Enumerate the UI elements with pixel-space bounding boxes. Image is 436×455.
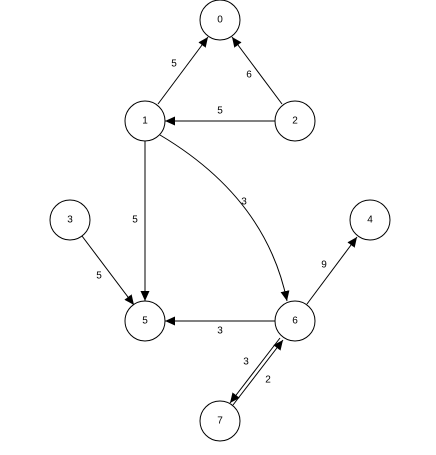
edge-2-to-0-weight: 6 [246, 70, 252, 81]
edge-3-to-5 [81, 235, 135, 306]
node-1-label: 1 [142, 116, 148, 127]
node-4-label: 4 [367, 215, 373, 226]
node-2: 2 [274, 100, 316, 142]
edge-1-to-6 [159, 134, 290, 302]
edge-1-to-6-weight: 3 [241, 197, 247, 208]
edge-7-to-6-weight: 2 [265, 375, 271, 386]
node-6: 6 [274, 300, 316, 342]
nodes-layer: 0 1 2 3 4 5 6 7 [49, 0, 391, 442]
node-0: 0 [199, 0, 241, 41]
edge-1-to-0-weight: 5 [171, 59, 177, 70]
edge-7-to-6 [232, 339, 284, 406]
edge-3-to-5-weight: 5 [96, 271, 102, 282]
node-3-label: 3 [67, 215, 73, 226]
node-4: 4 [349, 199, 391, 241]
node-3: 3 [49, 199, 91, 241]
node-5-label: 5 [142, 316, 148, 327]
edge-1-to-5-weight: 5 [132, 215, 138, 226]
node-7: 7 [199, 400, 241, 442]
edge-6-to-4-weight: 9 [321, 260, 327, 271]
edge-6-to-4 [306, 236, 358, 305]
node-0-label: 0 [217, 15, 223, 26]
node-7-label: 7 [217, 416, 223, 427]
edge-6-to-7 [229, 337, 281, 404]
edges-layer: 5 6 5 5 3 5 9 3 3 2 [81, 36, 358, 406]
edge-6-to-5-weight: 3 [217, 326, 223, 337]
edge-1-to-0 [157, 36, 209, 105]
node-5: 5 [124, 300, 166, 342]
node-1: 1 [124, 100, 166, 142]
node-6-label: 6 [292, 316, 298, 327]
edge-2-to-0 [231, 36, 283, 105]
edge-6-to-7-weight: 3 [243, 357, 249, 368]
edge-2-to-1-weight: 5 [217, 106, 223, 117]
node-2-label: 2 [292, 116, 298, 127]
